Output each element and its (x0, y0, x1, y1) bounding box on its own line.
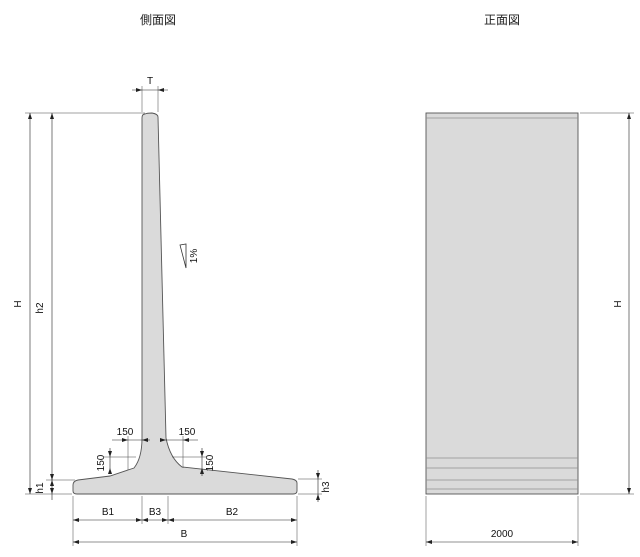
batter-triangle-icon (179, 243, 187, 269)
dimension-h1 (50, 474, 54, 500)
dim-B3-label: B3 (149, 507, 162, 518)
dimension-B-parts (72, 496, 298, 546)
batter-label: 1% (189, 249, 200, 264)
dim-B-label: B (181, 529, 188, 540)
dimension-B (73, 540, 297, 544)
dim-h2-label: h2 (35, 302, 46, 314)
dim-front-width-label: 2000 (491, 529, 514, 540)
front-view-title: 正面図 (484, 13, 520, 27)
dim-T-label: T (147, 76, 153, 87)
dim-haunch-left-w: 150 (117, 427, 134, 438)
dim-front-H-label: H (613, 300, 624, 307)
dimension-h3 (298, 470, 322, 502)
dimension-haunch-left (104, 436, 150, 474)
dim-haunch-right-w: 150 (179, 427, 196, 438)
dimension-front-width (425, 496, 579, 546)
dimension-h2 (46, 113, 75, 481)
side-view-title: 側面図 (140, 13, 176, 27)
dimension-H (25, 112, 145, 495)
dimension-T (132, 86, 168, 112)
dim-B1-label: B1 (102, 507, 115, 518)
dim-haunch-right-h: 150 (205, 454, 216, 471)
dim-h1-label: h1 (35, 482, 46, 494)
front-view-panel (425, 112, 579, 495)
dim-h3-label: h3 (321, 481, 332, 493)
dim-haunch-left-h: 150 (96, 454, 107, 471)
dim-H-label: H (13, 300, 24, 307)
dimension-front-H (580, 112, 634, 495)
dim-B2-label: B2 (226, 507, 239, 518)
retaining-wall-profile (72, 112, 298, 495)
dimension-haunch-right (160, 436, 206, 476)
